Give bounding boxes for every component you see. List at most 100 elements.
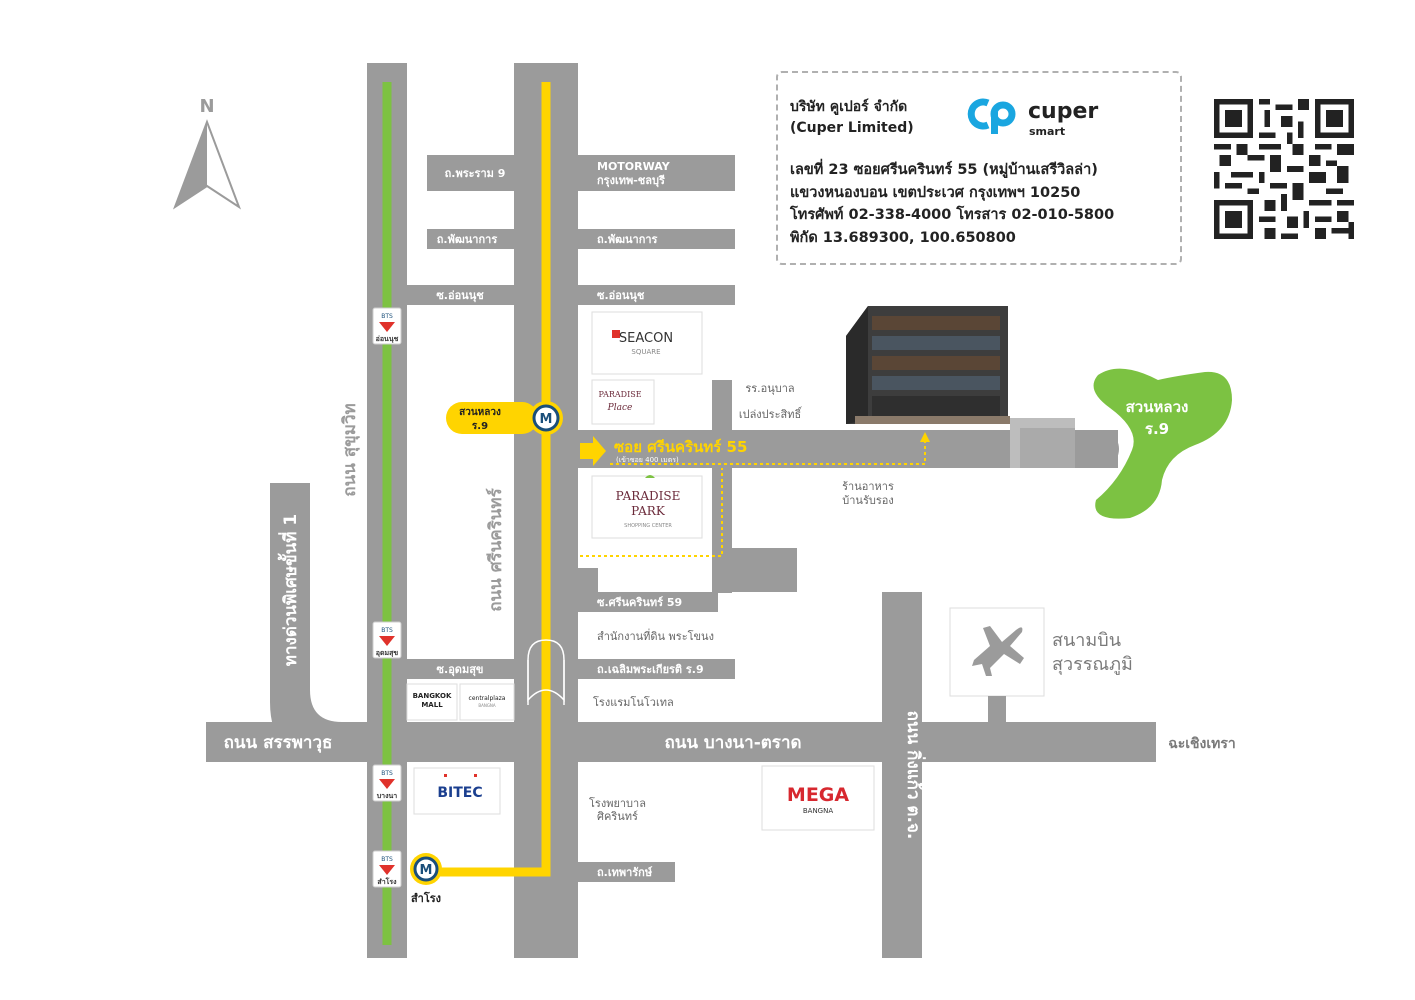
novotel-label: โรงแรมโนโวเทล [593, 695, 674, 709]
bts-station-bangna: BTS บางนา [372, 764, 402, 802]
svg-text:centralplaza: centralplaza [469, 695, 506, 702]
yellow-line [430, 82, 551, 877]
bts-icon [379, 865, 395, 875]
mrt-icon: M [420, 863, 433, 878]
bangkok-mall: BANGKOK MALL [406, 683, 458, 721]
sukhumvit-label: ถนน สุขุมวิท [340, 403, 360, 496]
svg-text:MALL: MALL [421, 701, 443, 709]
bts-station-samrong: BTS สำโรง [372, 850, 402, 888]
expressway-label: ทางด่วนพิเศษขั้นที่ 1 [277, 514, 301, 666]
logo-text: cuper [1028, 99, 1099, 124]
sanphawut-label: ถนน สรรพาวุธ [224, 733, 333, 753]
svg-text:สุวรรณภูมิ: สุวรรณภูมิ [1052, 654, 1133, 675]
svg-text:PARADISE: PARADISE [616, 489, 681, 503]
svg-text:BTS: BTS [381, 313, 393, 320]
svg-text:BANGKOK: BANGKOK [413, 692, 452, 700]
north-arrow-icon [172, 119, 242, 210]
svg-text:SQUARE: SQUARE [631, 348, 660, 356]
motorway-road [578, 155, 735, 191]
motorway-label-1: MOTORWAY [597, 160, 671, 173]
onnut-right-label: ซ.อ่อนนุช [597, 289, 645, 303]
onnut-left [407, 285, 514, 305]
kindergarten-label-1: รร.อนุบาล [745, 382, 794, 395]
bts-station-onnut: BTS อ่อนนุช [372, 307, 402, 345]
cuper-logo-icon [967, 98, 1016, 134]
bts-station-udomsuk: BTS อุดมสุข [372, 621, 402, 659]
svg-text:สนามบิน: สนามบิน [1052, 630, 1121, 651]
side-soi-block [732, 548, 797, 592]
svg-text:สำโรง: สำโรง [411, 891, 441, 905]
king-kaew-label: ถนน กิ่งแก้ว ต.จ. [903, 711, 926, 840]
mrt-icon: M [540, 412, 553, 427]
onnut-right [578, 285, 735, 305]
qr-code-icon [1214, 99, 1354, 239]
airplane-icon [972, 626, 1024, 676]
mrt-station-suanluang: สวนหลวง ร.9 M [446, 401, 563, 435]
svg-text:PARK: PARK [631, 504, 666, 518]
expressway-road [270, 483, 367, 762]
svg-text:BTS: BTS [381, 856, 393, 863]
svg-text:MEGA: MEGA [787, 784, 849, 806]
srinakarin59-road [578, 592, 718, 612]
company-name-th: บริษัท คูเปอร์ จำกัด [790, 99, 908, 115]
direction-arrow-icon [580, 436, 606, 466]
company-name-en: (Cuper Limited) [790, 120, 914, 136]
svg-text:BANGNA: BANGNA [478, 703, 496, 708]
side-soi-left [578, 568, 598, 593]
bangna-trad-label: ถนน บางนา-ตราด [664, 733, 801, 753]
king-kaew-road [882, 592, 922, 958]
cuper-building [846, 306, 1010, 424]
svg-text:บางนา: บางนา [377, 792, 398, 800]
address-line-2: แขวงหนองบอน เขตประเวศ กรุงเทพฯ 10250 [790, 184, 1081, 201]
chaloem-road [578, 659, 735, 679]
bts-icon [379, 322, 395, 332]
route-dotted-1 [580, 468, 723, 557]
airport: สนามบิน สุวรรณภูมิ [949, 607, 1133, 722]
srinakarin55-sub-label: (เข้าซอย 400 เมตร) [616, 456, 679, 464]
svg-text:อุดมสุข: อุดมสุข [376, 649, 399, 657]
srinakarin-label: ถนน ศรีนครินทร์ [485, 487, 506, 611]
svg-text:SHOPPING CENTER: SHOPPING CENTER [624, 523, 672, 529]
hospital-label-2: ศิครินทร์ [597, 810, 638, 823]
svg-text:ร.9: ร.9 [472, 421, 488, 432]
svg-text:SEACON: SEACON [619, 331, 673, 346]
svg-text:สวนหลวง: สวนหลวง [459, 407, 501, 418]
land-office-label: สำนักงานที่ดิน พระโขนง [597, 628, 714, 643]
svg-text:BTS: BTS [381, 627, 393, 634]
svg-text:ร.9: ร.9 [1145, 420, 1169, 438]
svg-text:สำโรง: สำโรง [377, 877, 397, 886]
north-label: N [199, 96, 214, 117]
svg-text:Place: Place [607, 403, 633, 413]
svg-text:BANGNA: BANGNA [803, 807, 833, 815]
svg-text:BITEC: BITEC [437, 785, 482, 801]
restaurant-label-1: ร้านอาหาร [842, 480, 894, 493]
srinakarin55-label: ซอย ศรีนครินทร์ 55 [614, 438, 747, 456]
phatthanakan-left [427, 229, 514, 249]
paradise-park: PARADISE PARK SHOPPING CENTER [591, 475, 703, 539]
chachoengsao-label: ฉะเชิงเทรา [1168, 736, 1236, 752]
paradise-place: PARADISE Place [591, 379, 655, 425]
svg-text:PARADISE: PARADISE [598, 390, 641, 399]
udomsuk-road [407, 659, 514, 679]
mega-bangna: MEGA BANGNA [761, 765, 875, 831]
coords-line: พิกัด 13.689300, 100.650800 [790, 229, 1016, 246]
thepharak-road [578, 862, 675, 882]
srinakarin59-label: ซ.ศรีนครินทร์ 59 [597, 596, 682, 609]
chaloem-label: ถ.เฉลิมพระเกียรติ ร.9 [597, 663, 704, 676]
logo-sub: smart [1029, 125, 1066, 138]
svg-text:อ่อนนุช: อ่อนนุช [376, 335, 399, 343]
company-name: บริษัท คูเปอร์ จำกัด (Cuper Limited) [790, 97, 914, 139]
phatthanakan-right-label: ถ.พัฒนาการ [597, 233, 658, 246]
side-soi-top [712, 380, 732, 430]
side-soi-bottom [712, 468, 732, 593]
bangna-trad-road [206, 722, 1156, 762]
kindergarten-label-2: เปล่งประสิทธิ์ [739, 406, 803, 421]
svg-text:สวนหลวง: สวนหลวง [1126, 398, 1189, 416]
central-plaza: centralplaza BANGNA [459, 683, 515, 721]
mrt-station-samrong: M สำโรง [410, 853, 442, 905]
rama9-label: ถ.พระราม 9 [445, 167, 506, 180]
seacon-square: SEACON SQUARE [591, 311, 703, 375]
motorway-label-2: กรุงเทพ-ชลบุรี [597, 174, 665, 188]
bitec: BITEC [413, 767, 501, 815]
